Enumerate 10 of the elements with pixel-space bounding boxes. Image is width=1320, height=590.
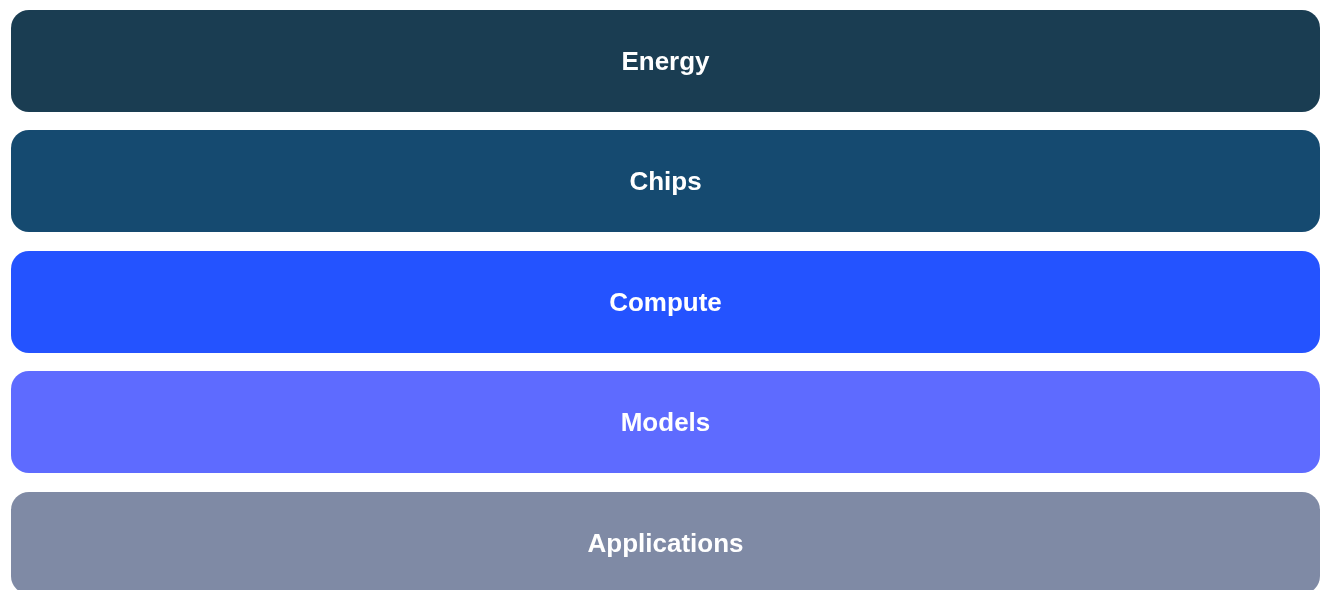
layer-band [11,130,1320,232]
layer-band [11,10,1320,112]
layer-band [11,251,1320,353]
layer-band [11,371,1320,473]
layer-label: Compute [609,286,722,318]
layer-label: Chips [629,165,702,197]
layer-label: Energy [621,45,710,77]
layer-label: Models [620,406,711,438]
layer-band [11,492,1320,590]
layer-label: Applications [587,527,744,559]
